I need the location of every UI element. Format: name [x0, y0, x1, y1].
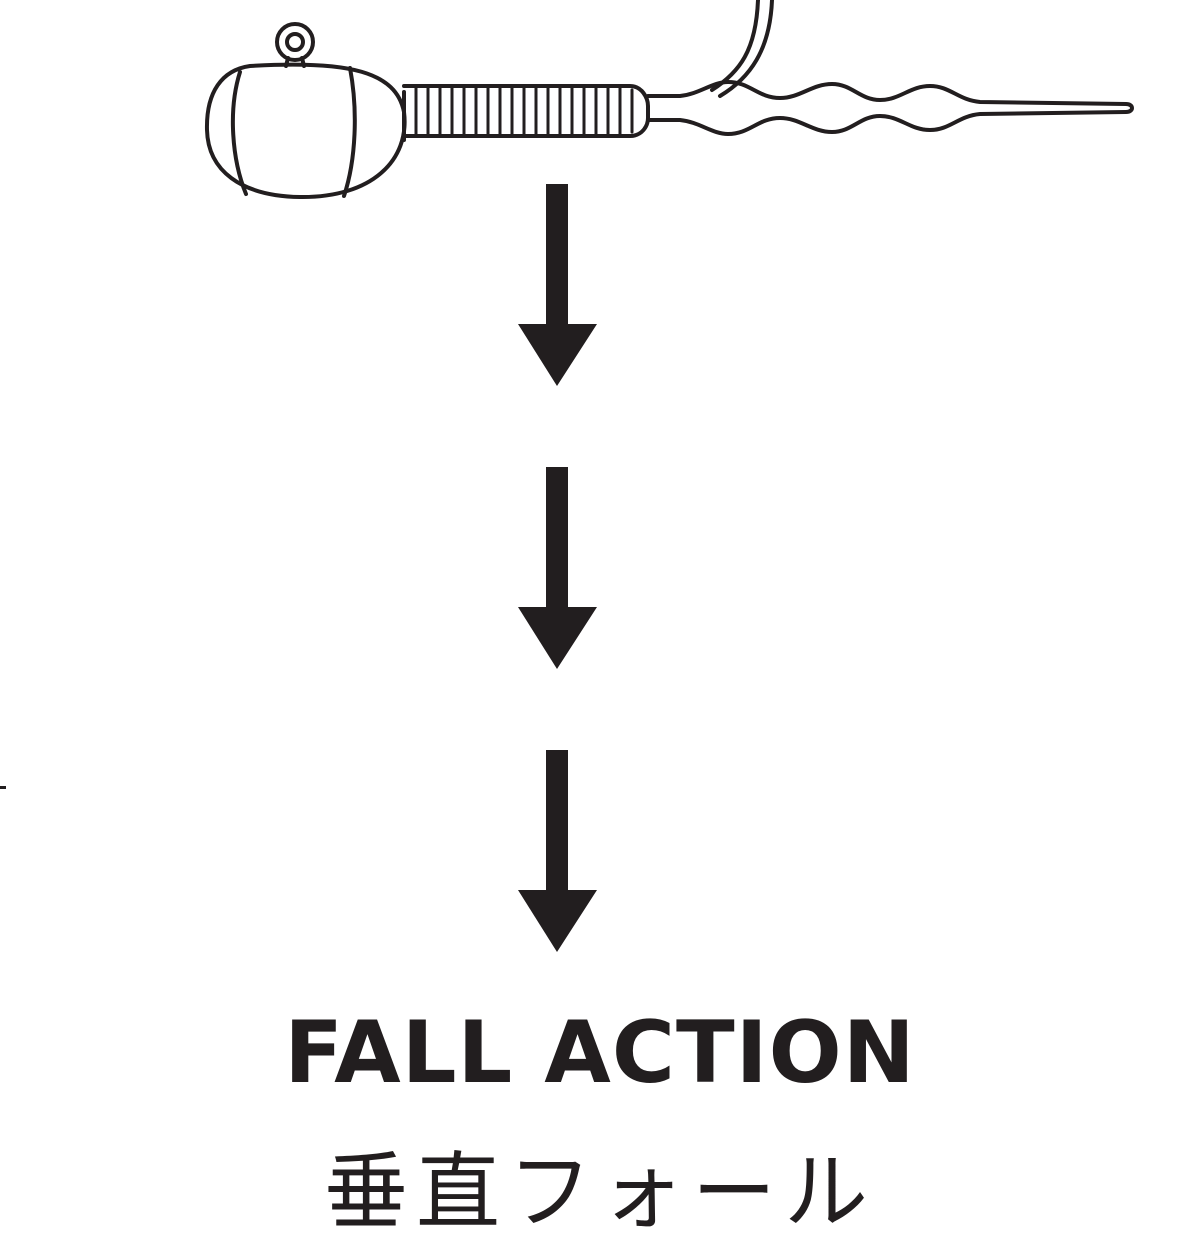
diagram-subtitle: 垂直フォール	[323, 1143, 876, 1241]
jig-head	[204, 62, 407, 200]
down-arrow-icon	[518, 184, 597, 386]
diagram-title: FALL ACTION	[284, 1003, 916, 1103]
hook	[710, 0, 760, 92]
down-arrow-icon	[518, 467, 597, 669]
edge-mark	[0, 786, 6, 789]
ribbed-body	[402, 84, 650, 138]
line-eye	[275, 22, 315, 62]
fall-action-diagram	[204, 0, 1134, 952]
jig-head-lure-icon	[204, 0, 1134, 200]
fall-arrows	[518, 184, 597, 952]
worm-tail	[646, 80, 1134, 136]
down-arrow-icon	[518, 750, 597, 952]
